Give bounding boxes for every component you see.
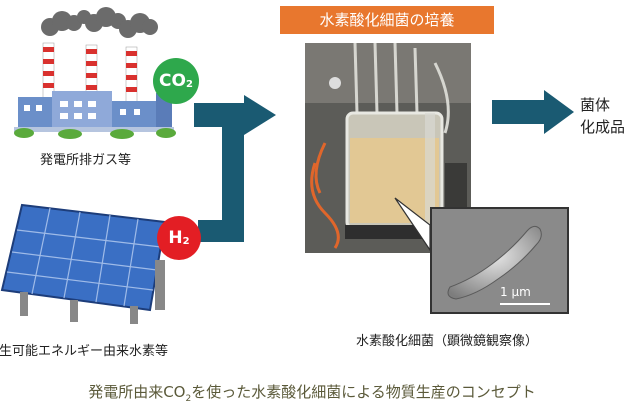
solar-panel-stand-icon [20, 260, 165, 324]
sem-micrograph [430, 207, 569, 314]
tubing-icon [353, 43, 450, 134]
smoke-icon [41, 7, 158, 38]
scale-bar-label: 1 μm [500, 285, 531, 299]
orange-tubing-icon [310, 142, 340, 249]
bacterium-cell-icon [447, 225, 542, 300]
solar-panel-icon [0, 203, 167, 312]
output-arrow-shaft [492, 100, 544, 124]
culture-liquid-icon [350, 138, 439, 223]
bacterium-image [432, 209, 567, 312]
products-line-2: 化成品 [580, 118, 624, 136]
products-line-1: 菌体 [580, 96, 611, 114]
output-arrowhead [544, 90, 574, 134]
solar-panel-illustration [0, 203, 167, 324]
chimney-icon [42, 42, 138, 106]
figure-caption-sub: 2 [185, 394, 192, 404]
grass-icon [14, 128, 176, 139]
figure-caption: 発電所由来CO2を使った水素酸化細菌による物質生産のコンセプト [0, 381, 624, 404]
solar-grid-lines [6, 207, 162, 307]
co2-label: CO [159, 71, 186, 91]
culture-title: 水素酸化細菌の培養 [280, 6, 494, 34]
power-plant-label: 発電所排ガス等 [40, 153, 132, 168]
h2-subscript: 2 [182, 235, 190, 247]
co2-subscript: 2 [185, 78, 193, 90]
figure-caption-pre: 発電所由来CO [88, 383, 186, 401]
figure-caption-post: を使った水素酸化細菌による物質生産のコンセプト [191, 383, 536, 401]
h2-label: H [168, 228, 183, 248]
renewable-hydrogen-label: 再生可能エネルギー由来水素等 [0, 344, 169, 359]
h2-arrow-shaft-vertical [222, 114, 244, 242]
micrograph-caption: 水素酸化細菌（顕微鏡観察像） [356, 334, 539, 349]
input-arrowhead [244, 95, 276, 135]
